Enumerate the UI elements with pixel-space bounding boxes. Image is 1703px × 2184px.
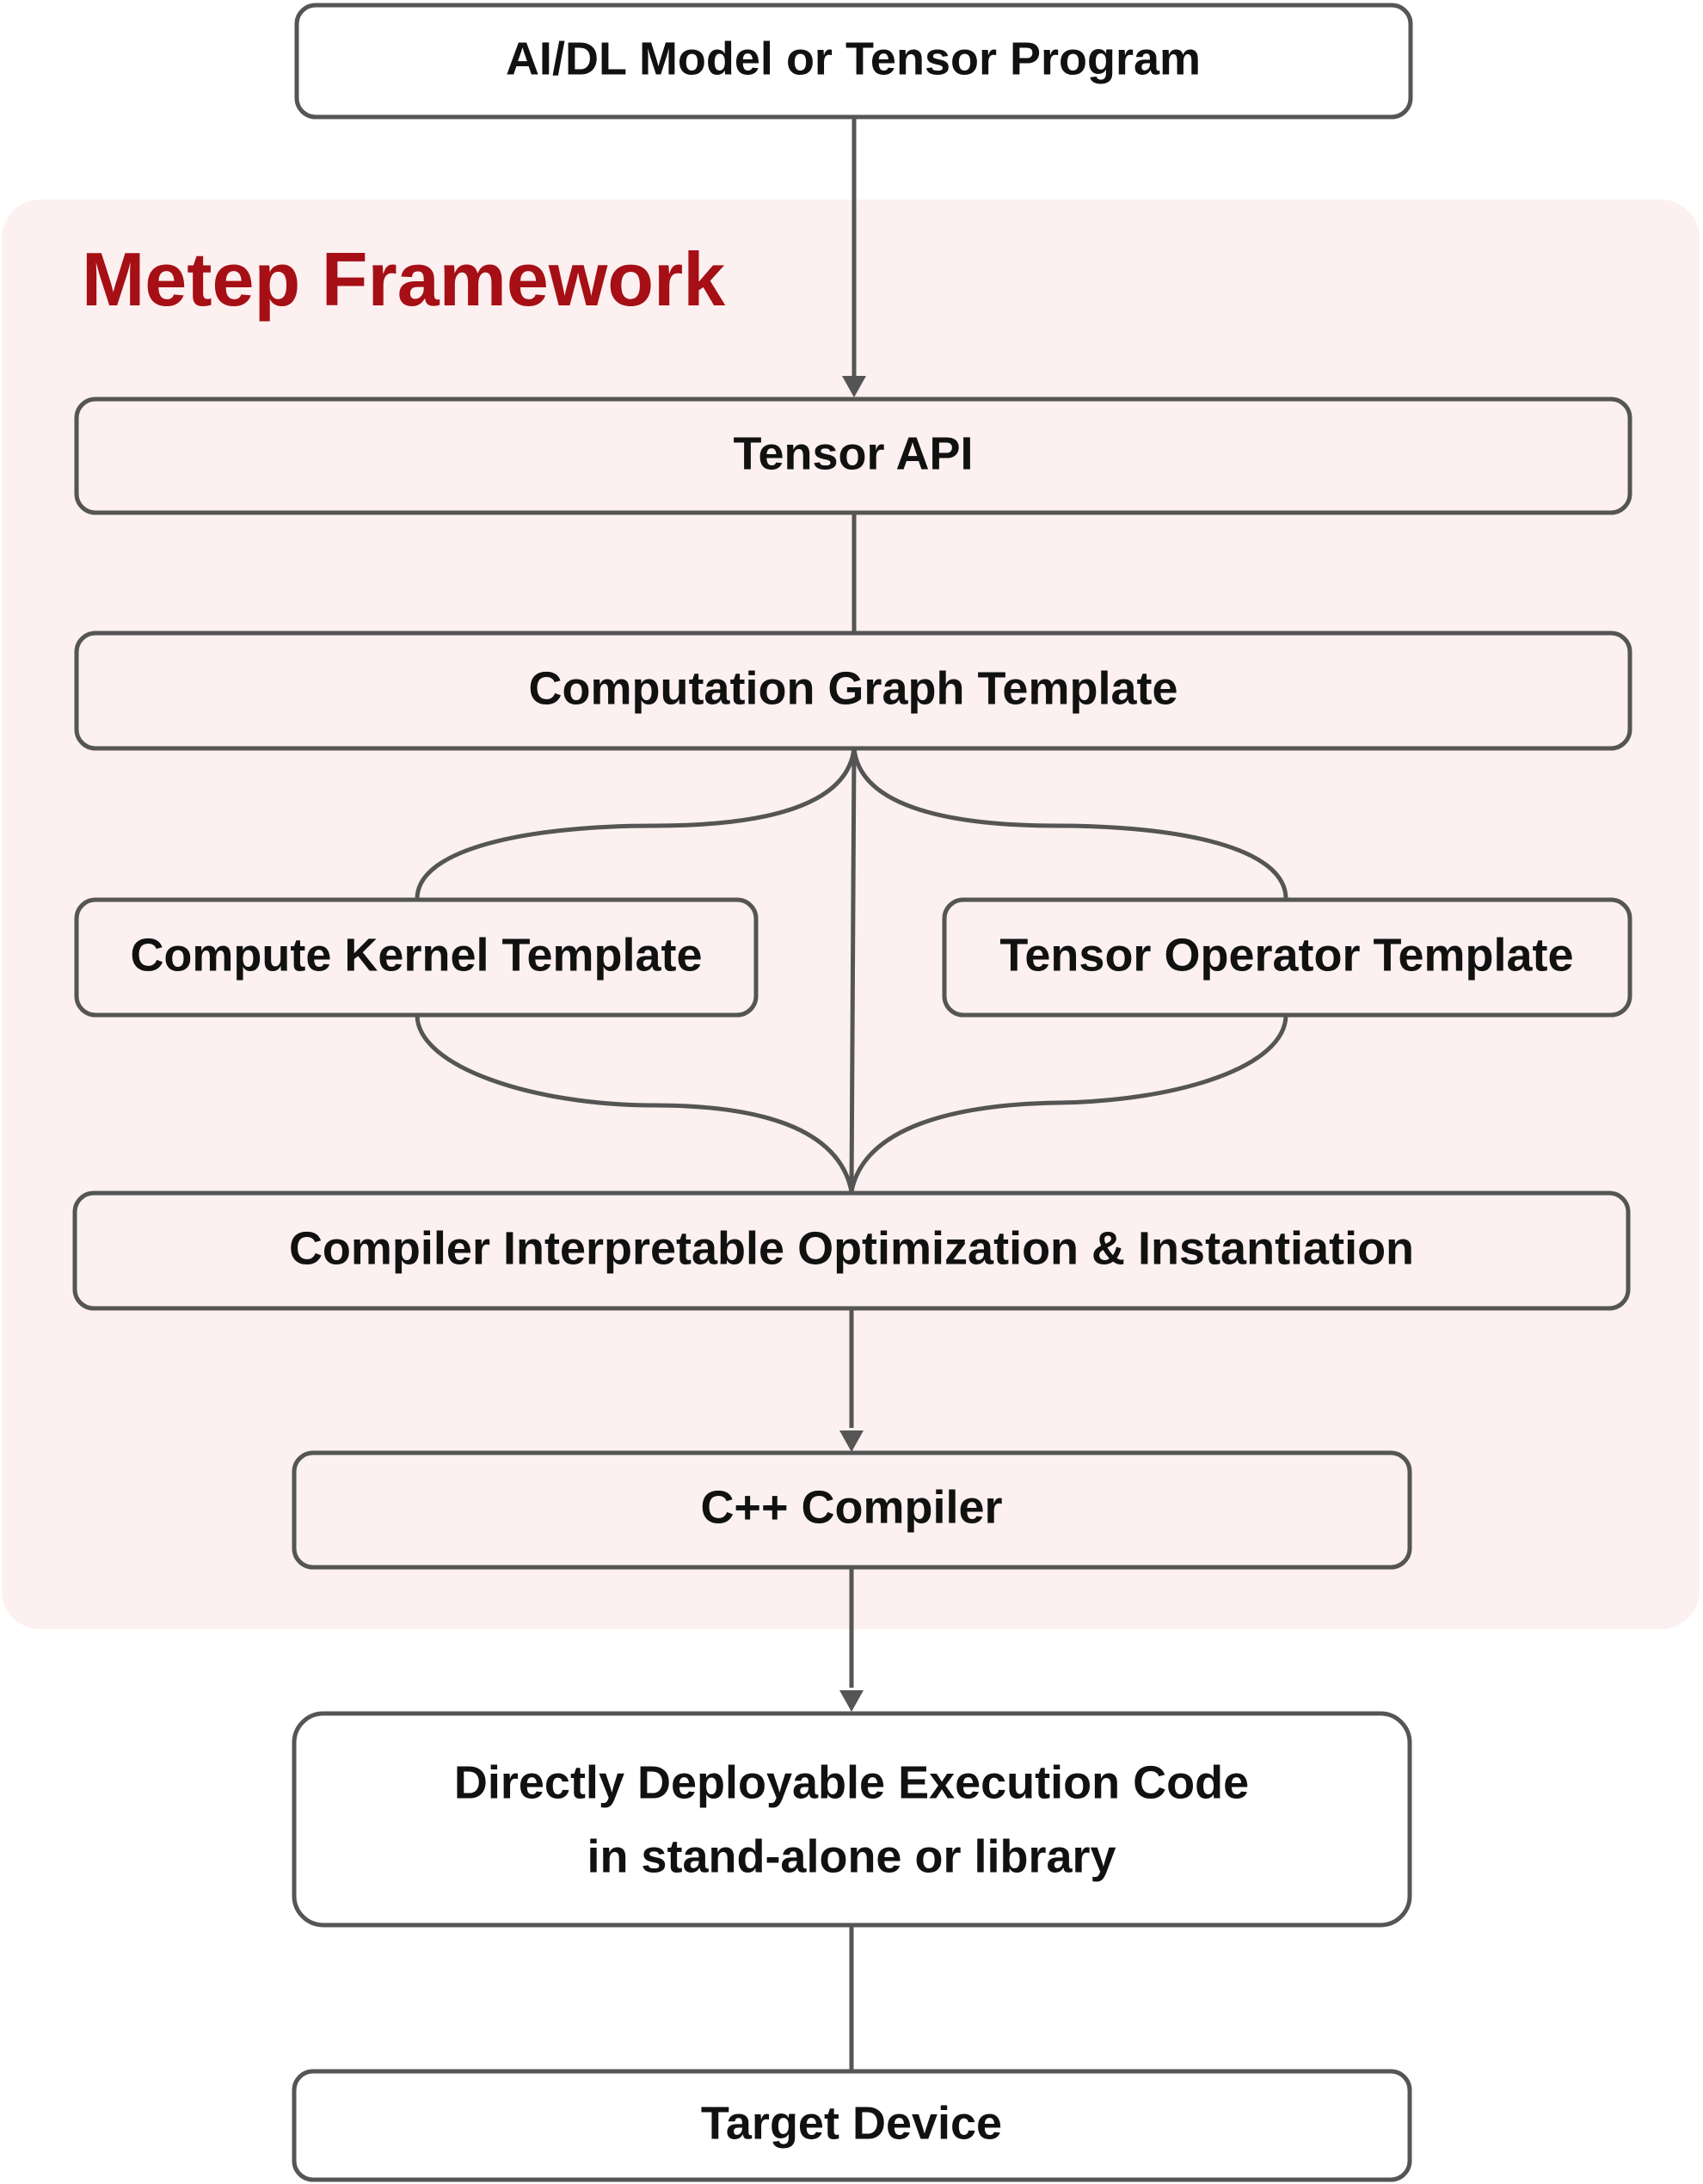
node-kernel-template: Compute Kernel Template <box>74 897 759 1018</box>
node-optimization: Compiler Interpretable Optimization & In… <box>72 1190 1631 1311</box>
node-cpp-compiler-label: C++ Compiler <box>700 1481 1002 1533</box>
edge-operator-to-optimization <box>849 1014 1288 1192</box>
node-execution-code-label-line2: in stand-alone or library <box>587 1830 1116 1882</box>
node-optimization-label: Compiler Interpretable Optimization & In… <box>289 1222 1414 1274</box>
arrowhead-tensor-api <box>842 376 866 397</box>
node-tensor-api: Tensor API <box>74 397 1632 515</box>
arrowhead-cpp-compiler <box>839 1430 864 1452</box>
node-graph-template: Computation Graph Template <box>74 631 1632 751</box>
node-input: AI/DL Model or Tensor Program <box>294 3 1413 120</box>
node-kernel-template-label: Compute Kernel Template <box>130 929 702 981</box>
edge-graph-to-kernel <box>415 747 857 900</box>
edge-kernel-to-optimization <box>415 1014 854 1192</box>
node-tensor-api-label: Tensor API <box>733 428 973 479</box>
node-execution-code: Directly Deployable Execution Code in st… <box>292 1711 1412 1928</box>
node-target-device: Target Device <box>292 2069 1412 2182</box>
edge-graph-to-optimization <box>849 747 857 1192</box>
node-graph-template-label: Computation Graph Template <box>528 662 1177 714</box>
node-execution-code-label-line1: Directly Deployable Execution Code <box>454 1756 1249 1808</box>
node-input-label: AI/DL Model or Tensor Program <box>506 33 1201 84</box>
node-target-device-label: Target Device <box>701 2097 1002 2149</box>
node-operator-template: Tensor Operator Template <box>942 897 1632 1018</box>
edge-graph-to-operator <box>852 747 1288 900</box>
arrowhead-execution-code <box>839 1690 864 1712</box>
connectors <box>415 117 1288 2070</box>
node-operator-template-label: Tensor Operator Template <box>999 929 1573 981</box>
node-cpp-compiler: C++ Compiler <box>292 1450 1412 1570</box>
framework-title: Metep Framework <box>82 237 726 322</box>
